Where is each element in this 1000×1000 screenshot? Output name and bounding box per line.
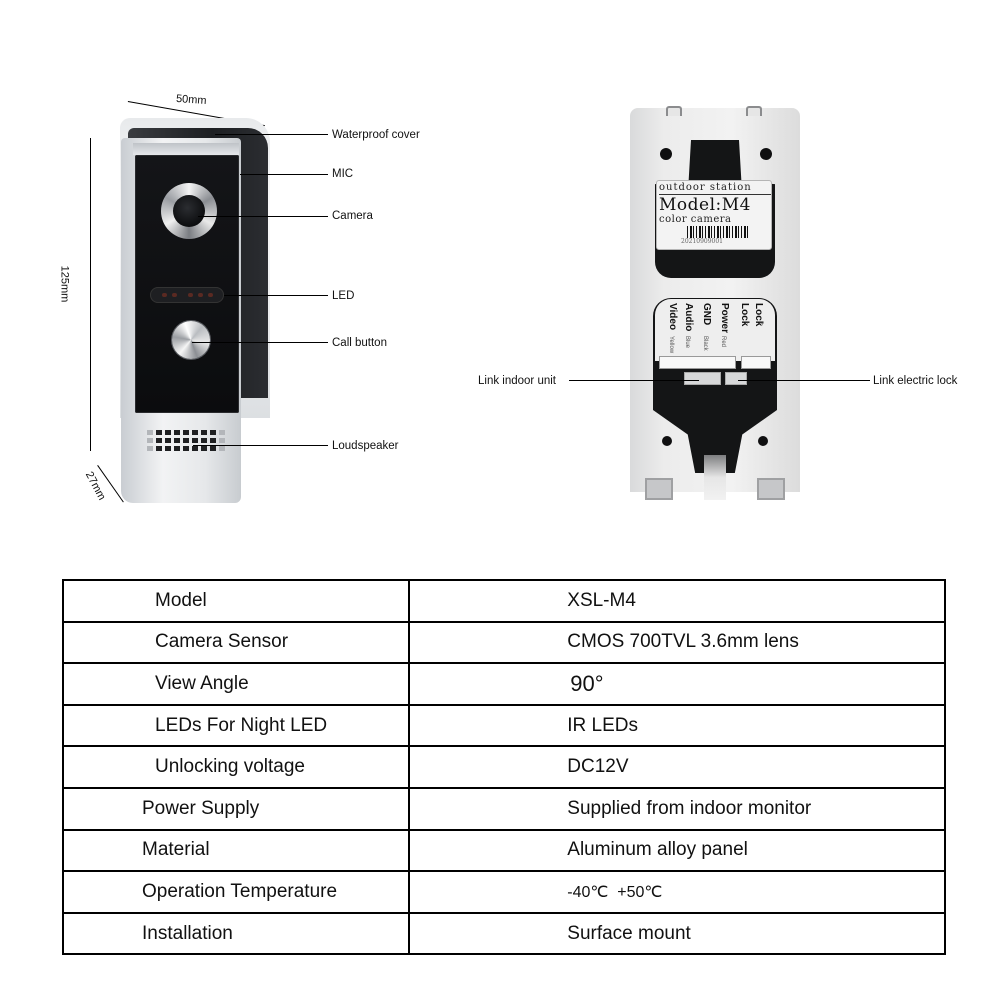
spec-table: Model XSL-M4 Camera Sensor CMOS 700TVL 3… [61, 579, 946, 956]
terminal-power: Power [719, 303, 730, 334]
led-dot [188, 293, 193, 297]
terminal-video: Video [667, 303, 678, 331]
lock-plus-sign: + [758, 322, 764, 326]
callout-waterproof-cover: Waterproof cover [332, 129, 420, 141]
spec-key: Operation Temperature [61, 870, 411, 914]
screw-hole-icon [760, 148, 772, 160]
sticker-subtitle: color camera [659, 214, 732, 225]
callout-line-link-electric-lock [738, 380, 870, 381]
mounting-foot [645, 478, 673, 500]
table-row: Operation Temperature -40℃ +50℃ [61, 870, 946, 914]
mic-strip [133, 143, 239, 155]
callout-line-camera [198, 216, 328, 217]
callout-mic: MIC [332, 168, 354, 180]
callout-camera: Camera [332, 210, 373, 222]
spec-key: Model [61, 579, 411, 623]
spec-value: Supplied from indoor monitor [408, 786, 946, 831]
table-row: View Angle 90° [61, 662, 946, 706]
table-row: Installation Surface mount [61, 911, 946, 956]
terminal-label-area [655, 299, 775, 361]
call-button-icon [172, 321, 210, 359]
table-row: Model XSL-M4 [61, 579, 946, 623]
sticker-title: outdoor station [659, 182, 771, 195]
terminal-block-indoor [659, 356, 736, 369]
screw-hole-icon [660, 148, 672, 160]
callout-line-waterproof-cover [215, 134, 328, 135]
connector-electric-lock [725, 372, 747, 385]
mounting-foot [757, 478, 785, 500]
barcode-icon [687, 226, 749, 238]
spec-value: -40℃ +50℃ [408, 870, 946, 914]
callout-loudspeaker: Loudspeaker [332, 440, 399, 452]
screw-hole-icon [662, 436, 672, 446]
led-dot [172, 293, 177, 297]
terminal-gnd: GND [701, 303, 712, 326]
callout-line-loudspeaker [193, 445, 328, 446]
spec-key: LEDs For Night LED [61, 703, 411, 748]
table-row: Unlocking voltage DC12V [61, 745, 946, 789]
loudspeaker-grille [147, 430, 225, 451]
table-row: LEDs For Night LED IR LEDs [61, 703, 946, 748]
callout-led: LED [332, 290, 355, 302]
height-dimension-label: 125mm [58, 265, 71, 303]
spec-value: CMOS 700TVL 3.6mm lens [408, 620, 946, 665]
mounting-tab [746, 106, 762, 116]
callout-call-button: Call button [332, 337, 387, 349]
table-row: Material Aluminum alloy panel [61, 828, 946, 873]
callout-line-mic [240, 174, 328, 175]
spec-value: 90° [408, 662, 946, 706]
spec-key: View Angle [61, 662, 411, 706]
height-dimension-line [90, 138, 91, 451]
camera-lens-icon [173, 195, 205, 227]
callout-line-call-button [192, 342, 328, 343]
wire-color-yellow: Yellow [668, 336, 674, 354]
callout-line-link-indoor-unit [569, 380, 699, 381]
spec-value: IR LEDs [408, 703, 946, 748]
wire-color-blue: Blue [684, 336, 690, 349]
sticker-serial: 20210909001 [681, 238, 723, 245]
mounting-tongue [704, 455, 726, 500]
terminal-block-lock [741, 356, 771, 369]
spec-key: Material [61, 828, 411, 873]
spec-key: Unlocking voltage [61, 745, 411, 789]
connector-indoor-unit [684, 372, 721, 385]
wire-color-red: Red [720, 336, 726, 348]
mounting-tab [666, 106, 682, 116]
led-dot [198, 293, 203, 297]
screw-hole-icon [758, 436, 768, 446]
wire-color-black: Black [702, 336, 708, 351]
spec-value: XSL-M4 [408, 579, 946, 623]
table-row: Camera Sensor CMOS 700TVL 3.6mm lens [61, 620, 946, 665]
led-dot [208, 293, 213, 297]
spec-key: Camera Sensor [61, 620, 411, 665]
led-window [150, 287, 224, 303]
model-sticker: outdoor station Model:M4 color camera 20… [656, 180, 772, 250]
sticker-model: Model:M4 [659, 195, 751, 215]
callout-link-electric-lock: Link electric lock [873, 375, 958, 387]
spec-value: Aluminum alloy panel [408, 828, 946, 873]
callout-link-indoor-unit: Link indoor unit [478, 375, 556, 387]
led-dot [162, 293, 167, 297]
callout-line-led [224, 295, 328, 296]
lock-minus-sign: - [744, 322, 750, 324]
table-row: Power Supply Supplied from indoor monito… [61, 786, 946, 831]
spec-value: Surface mount [408, 911, 946, 956]
terminal-audio: Audio [683, 303, 694, 332]
spec-key: Installation [61, 911, 411, 956]
width-dimension-label: 50mm [175, 92, 207, 108]
spec-value: DC12V [408, 745, 946, 789]
spec-key: Power Supply [61, 786, 411, 831]
